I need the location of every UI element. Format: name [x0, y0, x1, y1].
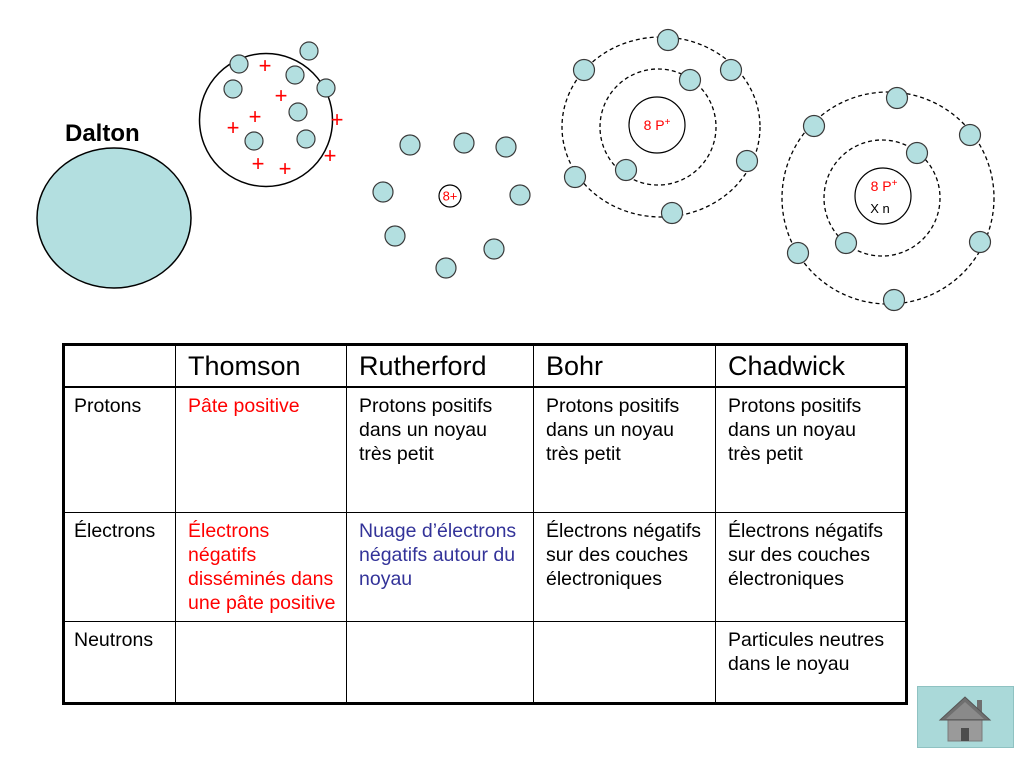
electron — [288, 102, 308, 122]
electron — [958, 123, 982, 147]
cell-neutrons-bohr — [534, 622, 716, 702]
rutherford-nucleus-label: 8+ — [443, 189, 458, 204]
cell-electrons-thomson: Électrons négatifs disséminés dans une p… — [176, 513, 347, 622]
cell-protons-chadwick: Protons positifs dans un noyau très peti… — [716, 388, 905, 513]
cell-neutrons-rutherford — [347, 622, 534, 702]
electron — [285, 65, 305, 85]
electron — [572, 58, 596, 82]
electron — [372, 181, 394, 203]
dalton-sphere — [36, 147, 192, 289]
row-label: Neutrons — [74, 629, 154, 651]
cell-text: Protons positifs dans un noyau très peti… — [728, 395, 862, 465]
bohr-model: 8 P+ — [561, 28, 761, 225]
row-label-protons: Protons — [65, 388, 176, 513]
row-label: Électrons — [74, 520, 156, 542]
cell-electrons-rutherford: Nuage d’électrons négatifs autour du noy… — [347, 513, 534, 622]
cell-protons-bohr: Protons positifs dans un noyau très peti… — [534, 388, 716, 513]
positive-charge-sign: + — [252, 151, 265, 176]
electron — [229, 54, 249, 74]
table-corner-cell — [65, 346, 176, 388]
dalton-model: Dalton — [36, 120, 192, 289]
electron — [656, 28, 680, 52]
electron — [483, 238, 505, 260]
row-label-neutrons: Neutrons — [65, 622, 176, 702]
positive-charge-sign: + — [324, 143, 337, 168]
electron — [244, 131, 264, 151]
thomson-model: + + + + + + + + — [198, 41, 344, 188]
electron — [509, 184, 531, 206]
cell-neutrons-chadwick: Particules neutres dans le noyau — [716, 622, 905, 702]
electron — [834, 231, 858, 255]
chadwick-nucleus — [854, 167, 912, 225]
bohr-inner-shell — [599, 68, 717, 186]
bohr-nucleus-label: 8 P+ — [644, 117, 671, 133]
electron — [885, 86, 909, 110]
cell-protons-rutherford: Protons positifs dans un noyau très peti… — [347, 388, 534, 513]
electron — [968, 230, 992, 254]
table-header-rutherford: Rutherford — [347, 346, 534, 388]
cell-text: Pâte positive — [188, 395, 300, 417]
electron — [384, 225, 406, 247]
table-header-chadwick: Chadwick — [716, 346, 905, 388]
cell-electrons-bohr: Électrons négatifs sur des couches élect… — [534, 513, 716, 622]
table-header-thomson: Thomson — [176, 346, 347, 388]
electron — [399, 134, 421, 156]
electron — [223, 79, 243, 99]
electron — [735, 149, 759, 173]
cell-text: Protons positifs dans un noyau très peti… — [546, 395, 680, 465]
electron — [802, 114, 826, 138]
rutherford-nucleus — [438, 184, 462, 208]
bohr-nucleus — [628, 96, 686, 154]
dalton-label: Dalton — [65, 120, 140, 147]
cell-text: Nuage d’électrons négatifs autour du noy… — [359, 520, 517, 590]
rutherford-model: 8+ — [372, 132, 531, 279]
electron — [316, 78, 336, 98]
chadwick-neutron-label: X n — [870, 201, 890, 216]
chadwick-model: 8 P+ X n — [781, 86, 995, 312]
cell-text: Protons positifs dans un noyau très peti… — [359, 395, 493, 465]
electron — [905, 141, 929, 165]
electron — [614, 158, 638, 182]
cell-neutrons-thomson — [176, 622, 347, 702]
electron — [660, 201, 684, 225]
home-button[interactable] — [917, 686, 1014, 748]
row-label: Protons — [74, 395, 142, 417]
header-label: Rutherford — [359, 351, 487, 381]
chadwick-nucleus-label: 8 P+ — [871, 178, 898, 194]
header-label: Bohr — [546, 351, 604, 381]
cell-text: Électrons négatifs sur des couches élect… — [546, 520, 702, 590]
electron — [563, 165, 587, 189]
electron — [786, 241, 810, 265]
comparison-table: Thomson Rutherford Bohr Chadwick Protons… — [62, 343, 908, 705]
electron — [495, 136, 517, 158]
electron — [296, 129, 316, 149]
positive-charge-sign: + — [249, 104, 262, 129]
electron — [435, 257, 457, 279]
cell-protons-thomson: Pâte positive — [176, 388, 347, 513]
positive-charge-sign: + — [275, 83, 288, 108]
atomic-models-diagram: Dalton + + + + + + + + 8+ — [36, 28, 995, 312]
positive-charge-sign: + — [259, 53, 272, 78]
chadwick-inner-shell — [823, 139, 941, 257]
electron — [678, 68, 702, 92]
table-header-bohr: Bohr — [534, 346, 716, 388]
positive-charge-sign: + — [279, 156, 292, 181]
home-icon — [938, 696, 992, 742]
cell-text: Particules neutres dans le noyau — [728, 629, 885, 675]
electron — [453, 132, 475, 154]
cell-electrons-chadwick: Électrons négatifs sur des couches élect… — [716, 513, 905, 622]
electron — [719, 58, 743, 82]
positive-charge-sign: + — [331, 107, 344, 132]
header-label: Chadwick — [728, 351, 846, 381]
positive-charge-sign: + — [227, 115, 240, 140]
electron — [299, 41, 319, 61]
header-label: Thomson — [188, 351, 301, 381]
electron — [882, 288, 906, 312]
cell-text: Électrons négatifs sur des couches élect… — [728, 520, 884, 590]
cell-text: Électrons négatifs disséminés dans une p… — [188, 520, 336, 614]
row-label-electrons: Électrons — [65, 513, 176, 622]
